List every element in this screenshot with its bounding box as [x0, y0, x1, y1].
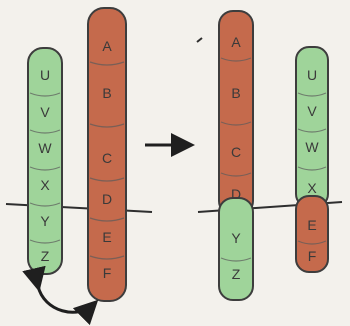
gene-label: A — [231, 34, 241, 50]
gene-label: W — [38, 140, 52, 156]
gene-label: Y — [40, 213, 50, 229]
chromosome-green-before: U V W X Y Z — [27, 47, 63, 275]
gene-label: U — [307, 67, 317, 83]
gene-label: Y — [231, 230, 241, 246]
gene-label: E — [102, 229, 111, 245]
chromosome-red-before: A B C D E F — [87, 7, 127, 302]
gene-label: X — [307, 180, 317, 196]
gene-label: C — [231, 144, 241, 160]
gene-label: V — [40, 104, 50, 120]
gene-label: W — [305, 139, 319, 155]
gene-label: U — [40, 67, 50, 83]
gene-label: B — [231, 85, 240, 101]
gene-label: F — [308, 248, 317, 264]
gene-label: D — [102, 191, 112, 207]
gene-label: D — [231, 186, 241, 202]
chromosome-body-bottom — [218, 197, 254, 301]
gene-label: A — [102, 38, 112, 54]
gene-label: Z — [41, 248, 50, 264]
gene-label: X — [40, 177, 50, 193]
gene-label: C — [102, 150, 112, 166]
gene-label: E — [307, 217, 316, 233]
chromosome-body-bottom — [295, 195, 329, 273]
gene-label: B — [102, 85, 111, 101]
swap-arrow-icon — [22, 265, 99, 326]
chromosome-recombinant-left: A B C D Y Z — [218, 10, 254, 301]
gene-label: F — [103, 265, 112, 281]
small-dash-top-left — [196, 37, 203, 43]
chromosome-body — [87, 7, 127, 302]
gene-label: V — [307, 103, 317, 119]
chromosome-recombinant-right: U V W X E F — [295, 46, 329, 273]
gene-label: Z — [232, 266, 241, 282]
band-dividers — [29, 57, 327, 262]
